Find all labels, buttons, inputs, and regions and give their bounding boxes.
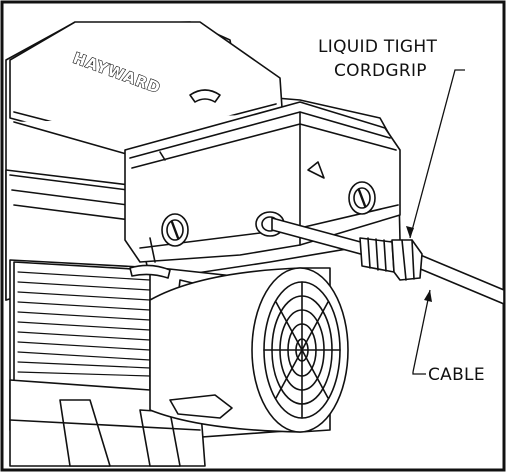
- cordgrip-arrow-icon: [406, 226, 414, 238]
- wiring-cover-latch-icon: [307, 161, 325, 179]
- callout-arrowheads: [406, 226, 432, 302]
- fan-grille: [263, 281, 341, 419]
- keypad-cover: [9, 21, 283, 156]
- cordgrip-leader-line: [409, 69, 465, 239]
- cable-leader-tail: [412, 372, 426, 375]
- wiring-cover: [124, 101, 401, 263]
- motor-cooling-fins: [17, 271, 151, 377]
- cover-latch-icon: [189, 89, 221, 103]
- callout-cable: CABLE: [428, 365, 485, 385]
- mount-tab: [169, 394, 233, 419]
- callout-cordgrip-line2: CORDGRIP: [334, 61, 427, 81]
- motor-base: [9, 379, 206, 467]
- callout-cordgrip-line1: LIQUID TIGHT: [318, 37, 437, 57]
- liquid-tight-cordgrip: [359, 237, 423, 281]
- cable-arrow-icon: [424, 290, 432, 302]
- cover-screw-right: [348, 181, 376, 215]
- cable-leader-line: [412, 289, 431, 373]
- cover-screw-left: [161, 213, 189, 247]
- callout-leaders: [409, 69, 465, 375]
